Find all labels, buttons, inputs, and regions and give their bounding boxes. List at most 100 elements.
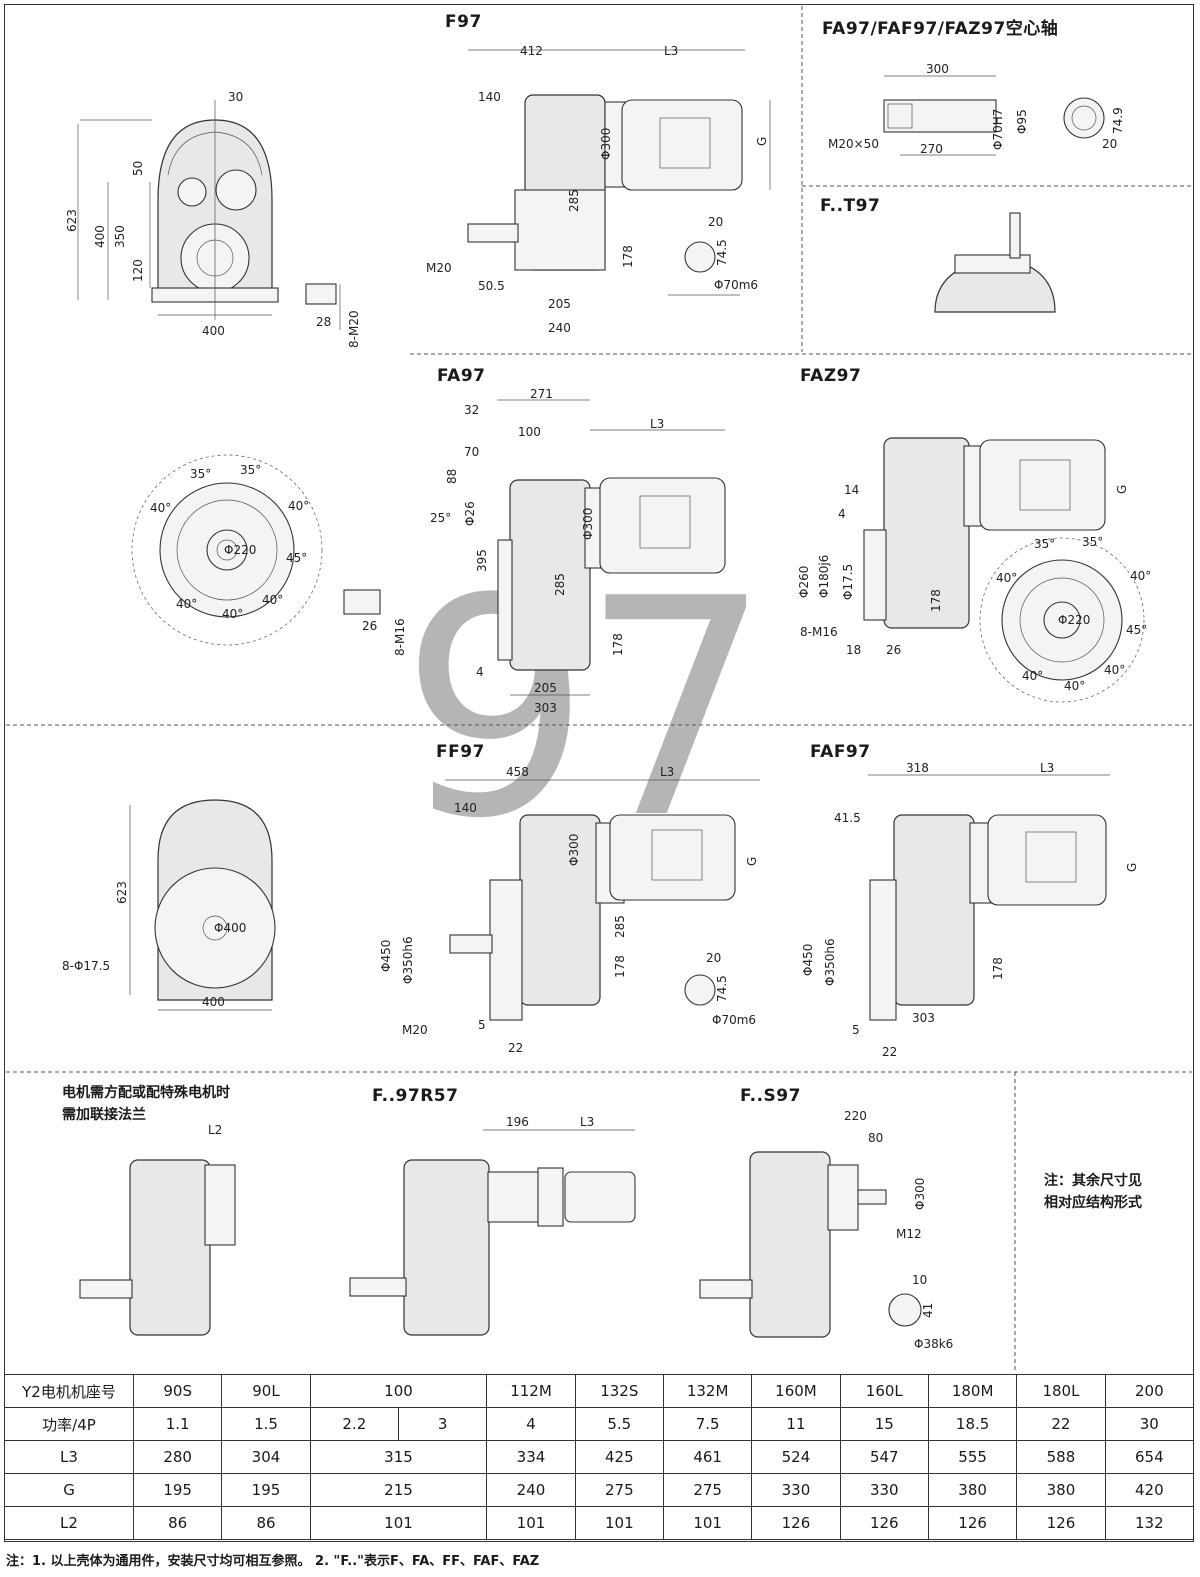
flange-note-line1: 电机需方配或配特殊电机时 [62, 1085, 230, 1101]
dim-hollow-m20x50: M20×50 [828, 137, 879, 151]
dim-fa97-303: 303 [534, 701, 557, 715]
dim-faf97-l3: L3 [1040, 761, 1054, 775]
dim-hollow-phi95: Φ95 [1015, 109, 1029, 134]
table-cell: 280 [132, 1440, 223, 1474]
dim-front-623: 623 [65, 209, 79, 232]
table-cell: 18.5 [927, 1407, 1018, 1441]
dim-fa97-178: 178 [611, 633, 625, 656]
dim-fa-front-40a: 40° [150, 501, 171, 515]
table-row-l2: L2 86 86 101 101 101 101 126 126 126 126… [4, 1506, 1195, 1540]
dim-fa97-phi300: Φ300 [581, 508, 595, 540]
side-view-fa97 [497, 399, 726, 696]
table-cell: 4 [486, 1407, 576, 1441]
dim-ff97-phi70m6: Φ70m6 [712, 1013, 756, 1027]
dim-fa-front-40e: 40° [262, 593, 283, 607]
dim-fa-front-40d: 40° [222, 607, 243, 621]
dim-f97-74-5: 74.5 [715, 239, 729, 266]
dim-fa-front-40b: 40° [288, 499, 309, 513]
dim-front-30: 30 [228, 90, 243, 104]
title-fs97: F..S97 [740, 1086, 801, 1106]
dim-ff97-74-5: 74.5 [715, 975, 729, 1002]
side-view-fs97 [699, 1151, 922, 1338]
table-row-label: Y2电机机座号 [4, 1374, 134, 1408]
dim-f97-m20: M20 [426, 261, 452, 275]
table-cell: 86 [221, 1506, 311, 1540]
fa-front-view [131, 454, 381, 646]
table-cell: 380 [927, 1473, 1018, 1507]
dim-f97-g: G [755, 137, 769, 146]
dim-f97-50-5: 50.5 [478, 279, 505, 293]
table-cell: 22 [1016, 1407, 1106, 1441]
dim-s97-41: 41 [921, 1303, 935, 1318]
title-ft97: F..T97 [820, 196, 881, 216]
dim-faz97-178: 178 [929, 589, 943, 612]
dim-faz97-phi260: Φ260 [797, 566, 811, 598]
dim-l2: L2 [208, 1123, 222, 1137]
table-cell: 654 [1104, 1440, 1195, 1474]
dim-r57-l3: L3 [580, 1115, 594, 1129]
dim-hollow-phi70h7: Φ70H7 [991, 109, 1005, 150]
torque-arm-view [934, 212, 1056, 313]
table-cell: 126 [751, 1506, 841, 1540]
table-cell: 90L [221, 1374, 311, 1408]
dim-front-400v: 400 [93, 225, 107, 248]
dim-faz97-35b: 35° [1082, 535, 1103, 549]
dim-faf97-phi350h6: Φ350h6 [823, 938, 837, 986]
dim-hollow-300: 300 [926, 62, 949, 76]
dim-s97-10: 10 [912, 1273, 927, 1287]
dim-f97-phi300: Φ300 [599, 128, 613, 160]
dim-front-28: 28 [316, 315, 331, 329]
dim-s97-220: 220 [844, 1109, 867, 1123]
dim-faz97-4: 4 [838, 507, 846, 521]
dim-fa97-285: 285 [553, 573, 567, 596]
dim-fa-front-40c: 40° [176, 597, 197, 611]
dim-ff97-178: 178 [613, 955, 627, 978]
dim-fa97-395: 395 [475, 549, 489, 572]
dim-ff97-phi350h6: Φ350h6 [401, 936, 415, 984]
dim-faf97-g: G [1125, 863, 1139, 872]
table-row-g: G 195 195 215 240 275 275 330 330 380 38… [4, 1473, 1195, 1507]
table-cell: 180L [1016, 1374, 1106, 1408]
table-cell: 304 [221, 1440, 311, 1474]
dim-f97-240: 240 [548, 321, 571, 335]
dim-ff-front-400: 400 [202, 995, 225, 1009]
title-ff97: FF97 [436, 742, 485, 762]
title-f97r57: F..97R57 [372, 1086, 459, 1106]
section-dividers [6, 6, 1192, 1372]
dim-f97-20: 20 [708, 215, 723, 229]
dim-f97-phi70m6: Φ70m6 [714, 278, 758, 292]
dim-hollow-270: 270 [920, 142, 943, 156]
dim-fa97-70: 70 [464, 445, 479, 459]
table-cell: 588 [1016, 1440, 1106, 1474]
dim-ff97-458: 458 [506, 765, 529, 779]
title-faz97: FAZ97 [800, 366, 862, 386]
dim-fa97-phi26: Φ26 [463, 501, 477, 526]
other-dims-note-line2: 相对应结构形式 [1044, 1195, 1142, 1211]
table-cell: 101 [486, 1506, 576, 1540]
side-view-f97r57 [349, 1129, 636, 1336]
table-row-label: L2 [4, 1506, 134, 1540]
dim-faz97-26: 26 [886, 643, 901, 657]
dim-fa97-271: 271 [530, 387, 553, 401]
dim-ff97-285: 285 [613, 915, 627, 938]
dim-ff97-g: G [745, 857, 759, 866]
dim-fa97-32: 32 [464, 403, 479, 417]
ff-front-view [129, 799, 276, 1011]
dim-f97-l3: L3 [664, 44, 678, 58]
dim-ff-front-8phi17-5: 8-Φ17.5 [62, 959, 110, 973]
table-cell: 420 [1104, 1473, 1195, 1507]
dim-ff-front-623: 623 [115, 881, 129, 904]
other-dims-note: 注：其余尺寸见 相对应结构形式 [1044, 1170, 1142, 1214]
dim-faf97-178: 178 [991, 957, 1005, 980]
table-cell: 160M [751, 1374, 841, 1408]
table-cell: 180M [927, 1374, 1018, 1408]
table-row-power: 功率/4P 1.1 1.5 2.2 3 4 5.5 7.5 11 15 18.5… [4, 1407, 1195, 1441]
side-view-faz97 [863, 437, 1145, 703]
title-f97: F97 [445, 12, 482, 32]
dim-faz97-40c: 40° [1022, 669, 1043, 683]
dim-ff97-m20: M20 [402, 1023, 428, 1037]
table-cell: 195 [221, 1473, 311, 1507]
dim-faz97-g: G [1115, 485, 1129, 494]
dim-f97-178: 178 [621, 245, 635, 268]
table-cell: 90S [132, 1374, 223, 1408]
